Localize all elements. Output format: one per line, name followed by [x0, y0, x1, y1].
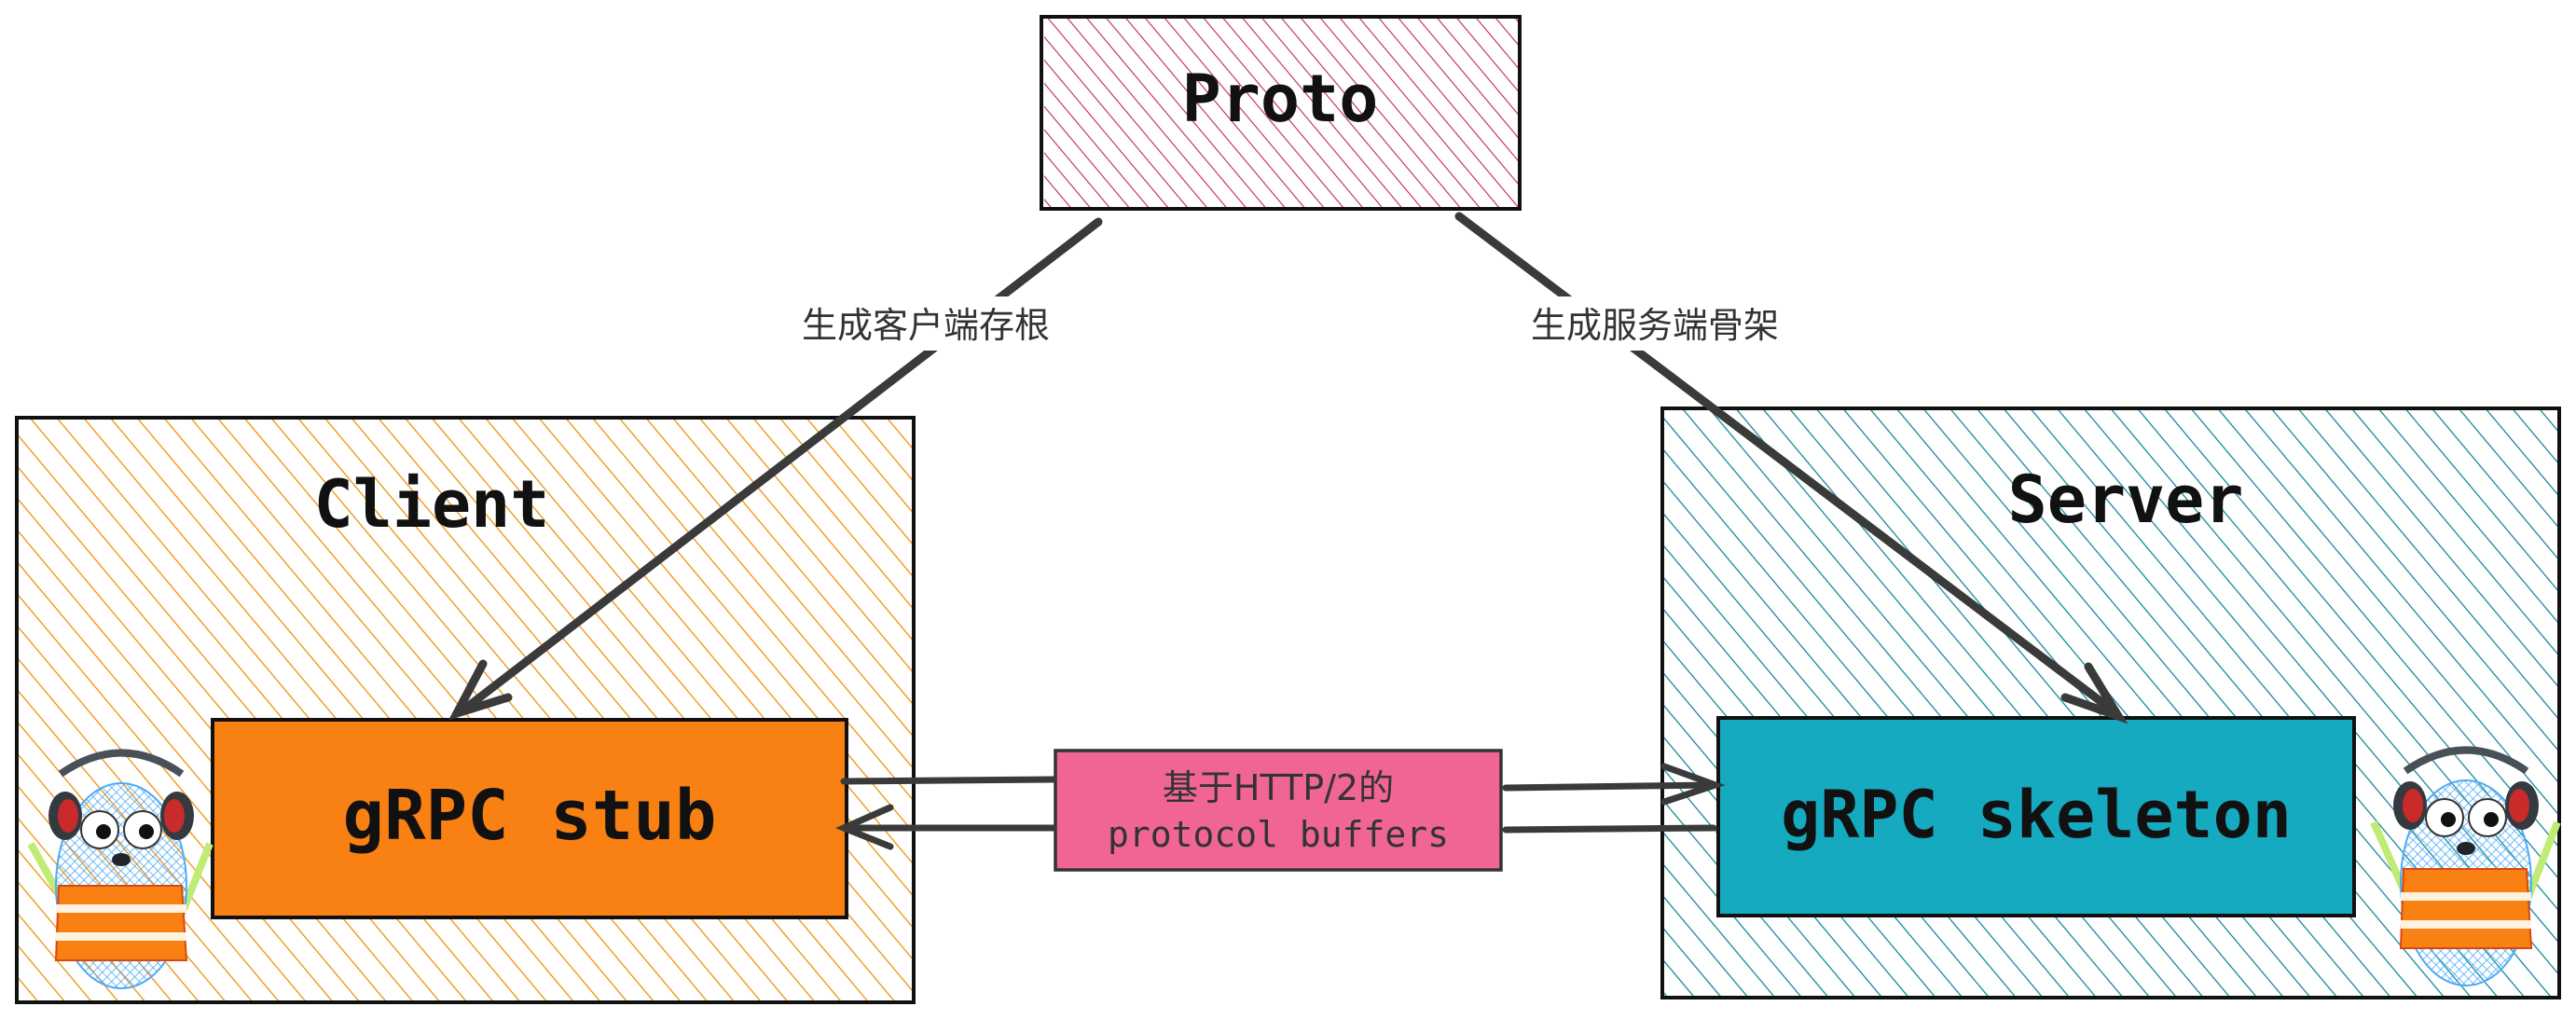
gopher-right-vest-stripe-1	[2401, 892, 2531, 901]
gopher-left-ear-left-inner	[58, 799, 78, 833]
gopher-right-ear-right-inner	[2509, 789, 2529, 822]
transport-node: 基于HTTP/2的 protocol buffers	[1054, 749, 1503, 872]
transport-label-line1: 基于HTTP/2的	[1163, 767, 1394, 808]
gopher-mascot-left-icon	[27, 749, 214, 989]
gopher-left-pupil-left	[96, 824, 111, 839]
gopher-left-nose	[112, 853, 131, 866]
edge-transport-to-stub-arrowhead	[834, 804, 894, 850]
client-label: Client	[314, 466, 550, 543]
gopher-right-vest	[2399, 868, 2533, 949]
edge-transport-to-skeleton-arrowhead	[1660, 763, 1726, 806]
edge-label-proto-to-client: 生成客户端存根	[802, 305, 1050, 346]
gopher-left-vest-stripe-2	[56, 932, 186, 941]
proto-label: Proto	[1182, 61, 1379, 137]
edge-stub-to-transport	[840, 776, 1057, 785]
edge-transport-to-stub	[834, 804, 1057, 850]
gopher-right-pupil-right	[2484, 812, 2499, 827]
gopher-left-pupil-right	[139, 824, 154, 839]
gopher-right-ear-left-inner	[2403, 789, 2423, 822]
edge-transport-to-skeleton	[1502, 763, 1726, 806]
gopher-right-pupil-left	[2441, 812, 2456, 827]
edge-label-bg-server	[1518, 296, 1788, 351]
grpc-stub-node: gRPC stub	[211, 718, 848, 919]
edge-label-bg-client	[788, 296, 1058, 351]
grpc-skeleton-box	[1716, 716, 2356, 917]
proto-border	[1040, 15, 1522, 211]
grpc-skeleton-node: gRPC skeleton	[1716, 716, 2356, 917]
gopher-mascot-right-icon	[2370, 746, 2561, 986]
gopher-right-vest-stripe-2	[2401, 920, 2531, 929]
gopher-left-headband	[58, 749, 185, 778]
gopher-left-ear-right-inner	[164, 799, 185, 833]
edge-stub-to-transport-line	[840, 776, 1057, 785]
gopher-left-vest-stripe-1	[56, 904, 186, 913]
transport-label-line2: protocol buffers	[1108, 814, 1449, 855]
edge-skeleton-to-transport-line	[1502, 824, 1717, 834]
edge-label-proto-to-server: 生成服务端骨架	[1531, 305, 1779, 346]
grpc-stub-box	[211, 718, 848, 919]
gopher-right-nose	[2457, 842, 2475, 855]
edge-proto-to-skeleton-arrowhead	[2060, 662, 2128, 724]
proto-fill	[1044, 19, 1520, 210]
edge-proto-to-stub-arrowhead	[448, 659, 513, 721]
grpc-stub-label: gRPC stub	[343, 776, 717, 856]
edge-skeleton-to-transport	[1502, 824, 1717, 834]
gopher-right-headband	[2403, 746, 2529, 775]
client-border	[15, 416, 916, 1004]
edge-transport-to-skeleton-line	[1502, 781, 1717, 792]
grpc-skeleton-label: gRPC skeleton	[1781, 777, 2292, 853]
transport-box	[1054, 749, 1503, 872]
gopher-left-vest	[54, 885, 188, 961]
server-label: Server	[2008, 462, 2244, 538]
server-border	[1660, 407, 2561, 999]
proto-node: Proto	[1040, 15, 1522, 211]
